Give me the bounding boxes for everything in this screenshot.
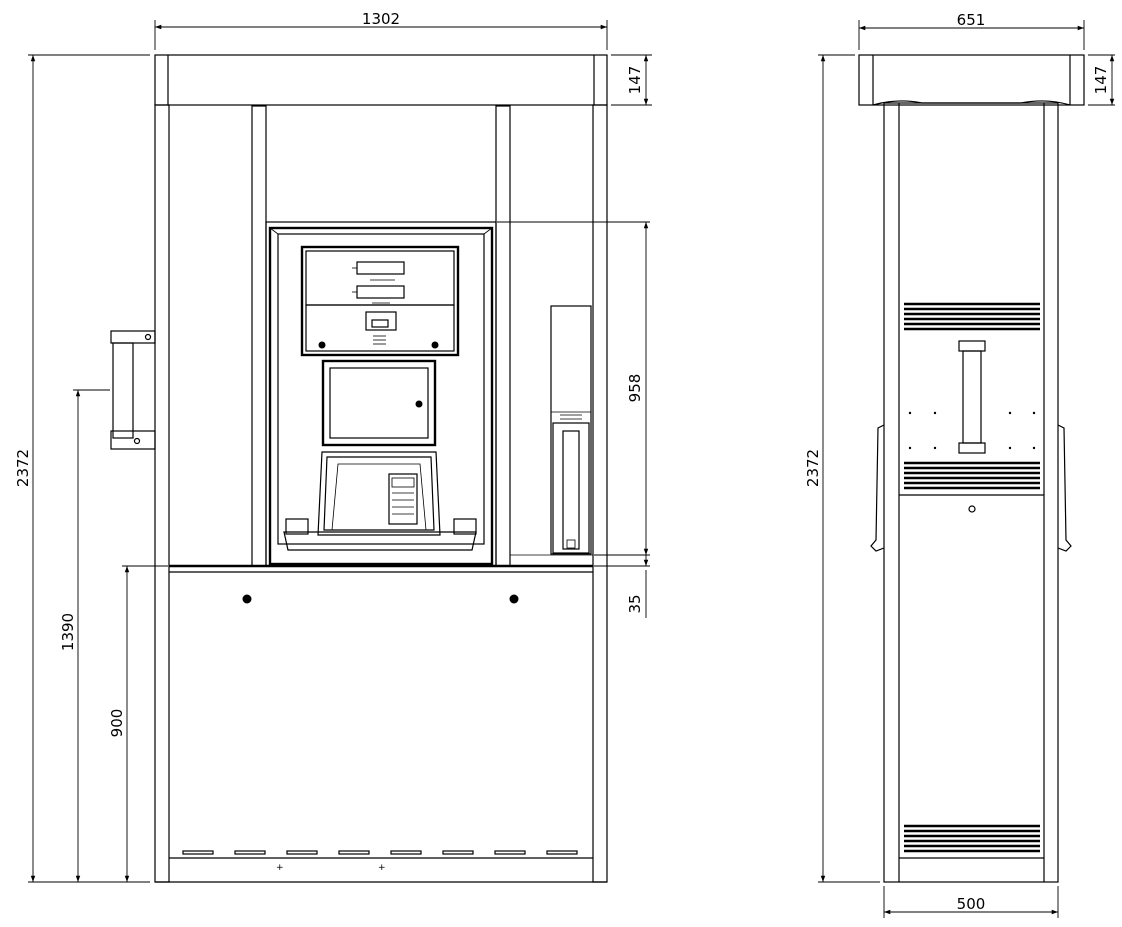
access-door xyxy=(321,359,437,447)
display-panel xyxy=(300,245,460,357)
front-inner-right-post xyxy=(495,105,511,567)
keypad-label xyxy=(365,311,397,331)
side-handle xyxy=(958,340,986,454)
svg-text:+: + xyxy=(276,863,284,873)
housing-height-dimension: 958 xyxy=(626,374,644,403)
side-view xyxy=(858,54,1085,883)
front-left-post xyxy=(154,104,170,883)
price-display-1 xyxy=(356,261,405,275)
front-width-dimension: 1302 xyxy=(362,10,400,28)
front-view: + + xyxy=(110,54,608,883)
drip-tray xyxy=(283,531,477,551)
card-reader xyxy=(388,473,418,525)
front-canopy-height-dimension: 147 xyxy=(626,66,644,95)
side-right-hose-guard xyxy=(1057,424,1072,552)
side-upper-vents xyxy=(904,302,1040,331)
side-left-hose-guard xyxy=(870,424,885,552)
side-dimensions: 651 147 2372 500 xyxy=(804,11,1115,918)
base-vent-slots xyxy=(182,850,578,855)
payment-terminal xyxy=(550,305,592,555)
price-display-2 xyxy=(356,285,405,299)
side-middle-vents xyxy=(904,461,1040,490)
front-canopy xyxy=(154,54,608,106)
side-canopy-width-dimension: 651 xyxy=(957,11,986,29)
front-dimensions: 1302 147 958 35 2372 1390 900 xyxy=(14,10,652,883)
side-body xyxy=(883,102,1059,883)
side-canopy xyxy=(858,54,1085,106)
nozzle-housing xyxy=(317,451,441,536)
dispenser-housing xyxy=(268,226,494,566)
front-inner-left-post xyxy=(251,105,267,567)
side-lower-vents xyxy=(904,824,1040,853)
side-canopy-height-dimension: 147 xyxy=(1092,66,1110,95)
base-height-dimension: 900 xyxy=(108,709,126,738)
front-side-handle xyxy=(110,330,156,450)
gap-dimension: 35 xyxy=(626,594,644,613)
svg-text:+: + xyxy=(378,863,386,873)
side-base-width-dimension: 500 xyxy=(957,895,986,913)
handle-height-dimension: 1390 xyxy=(59,613,77,651)
front-total-height-dimension: 2372 xyxy=(14,449,32,487)
side-total-height-dimension: 2372 xyxy=(804,449,822,487)
